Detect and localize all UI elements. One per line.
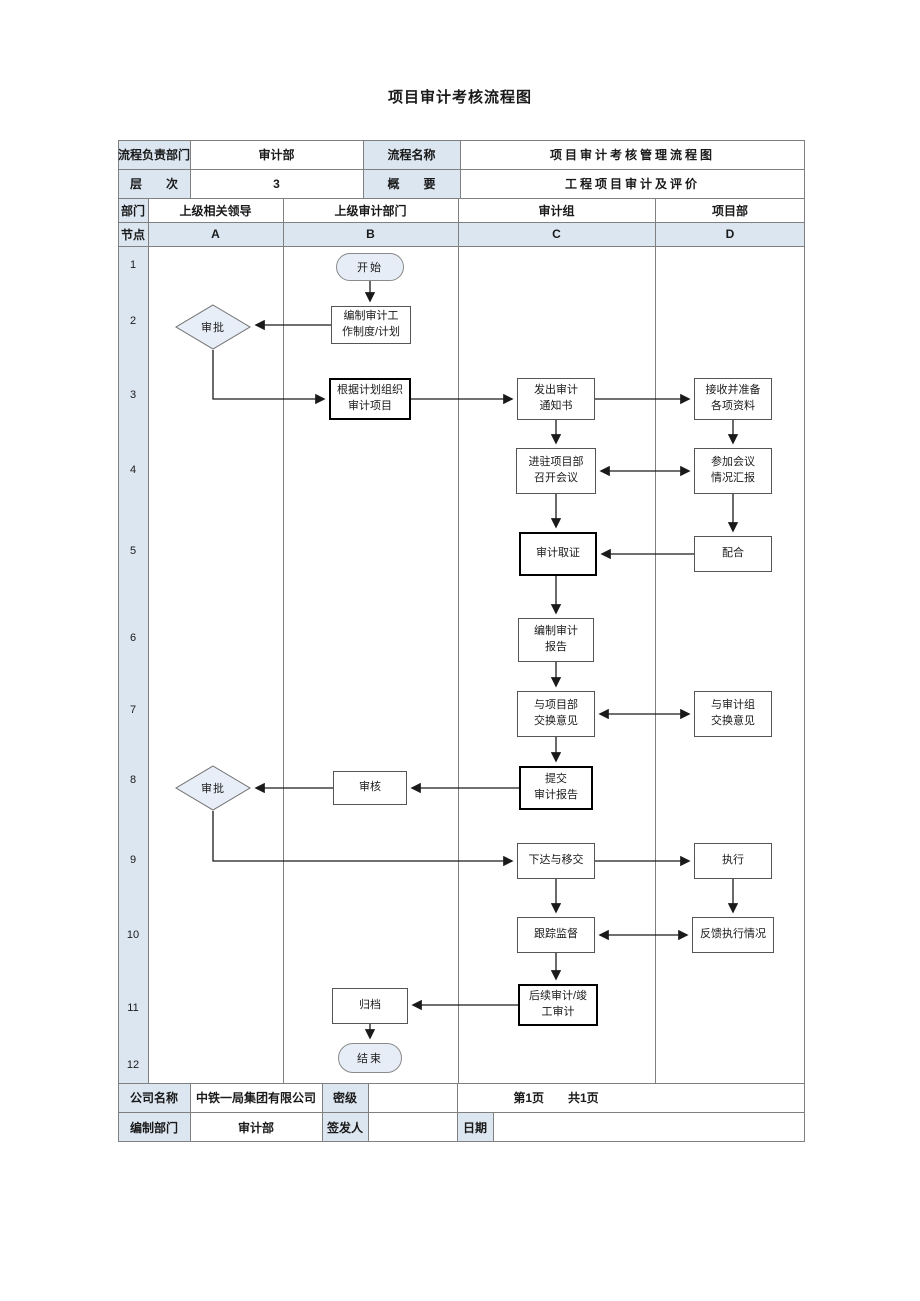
shade-signer-label (322, 1112, 368, 1142)
info-name-label: 流程名称 (387, 148, 436, 162)
footer-secrecy-label: 密级 (332, 1091, 357, 1105)
info-owner-label: 流程负责部门 (118, 148, 190, 162)
info-level-value: 3 (273, 176, 280, 191)
arrow-approve2-to-issue (212, 811, 514, 867)
node-approve-1: 审批 (175, 304, 251, 350)
node-meeting: 参加会议 情况汇报 (694, 448, 772, 494)
node-execute: 执行 (694, 843, 772, 879)
row-number-12: 12 (126, 1059, 140, 1071)
shade-level-label (118, 169, 190, 198)
info-summary-label: 概 要 (387, 177, 436, 191)
node-approve-2-label: 审批 (201, 783, 225, 795)
footer-signer-label: 签发人 (326, 1120, 363, 1135)
lane-a-node: A (211, 227, 220, 241)
lane-node-label: 节点 (120, 227, 145, 242)
row-number-8: 8 (129, 774, 137, 786)
node-end: 结束 (338, 1043, 402, 1073)
info-summary-value: 工程项目审计及评价 (564, 177, 700, 191)
lane-d-dept: 项目部 (711, 203, 748, 218)
lane-c-dept: 审计组 (538, 203, 575, 218)
node-feedback: 反馈执行情况 (692, 917, 774, 953)
node-plan: 编制审计工 作制度/计划 (331, 306, 411, 344)
row-number-1: 1 (129, 259, 137, 271)
lane-a-dept: 上级相关领导 (179, 203, 252, 218)
node-issue: 下达与移交 (517, 843, 595, 879)
shade-company-label (118, 1083, 190, 1112)
node-archive: 归档 (332, 988, 408, 1024)
shade-name-label (363, 140, 460, 169)
footer-dept-value: 审计部 (237, 1120, 274, 1135)
node-review: 审核 (333, 771, 407, 805)
lane-b-dept: 上级审计部门 (334, 203, 407, 218)
row-number-11: 11 (127, 1002, 139, 1014)
footer-company-label: 公司名称 (129, 1091, 178, 1105)
row-number-2: 2 (129, 315, 137, 327)
node-approve-1-label: 审批 (201, 322, 225, 334)
info-level-label: 层 次 (129, 177, 178, 191)
row-number-9: 9 (129, 854, 137, 866)
shade-date-label (457, 1112, 493, 1142)
diamond-shape (175, 304, 251, 350)
node-organize: 根据计划组织 审计项目 (329, 378, 411, 420)
shade-footer-dept-label (118, 1112, 190, 1142)
node-exchange-audit: 与审计组 交换意见 (694, 691, 772, 737)
shade-dept-label (118, 198, 148, 222)
node-enter: 进驻项目部 召开会议 (516, 448, 596, 494)
arrow-approve1-to-organize (212, 350, 326, 405)
node-notice: 发出审计 通知书 (517, 378, 595, 420)
node-monitor: 跟踪监督 (517, 917, 595, 953)
footer-secrecy-value (368, 1083, 457, 1112)
footer-pages: 第1页 共1页 (513, 1091, 599, 1105)
row-number-5: 5 (129, 545, 137, 557)
shade-owner-label (118, 140, 190, 169)
row-number-10: 10 (126, 929, 140, 941)
node-submit: 提交 审计报告 (519, 766, 593, 810)
node-evidence: 审计取证 (519, 532, 597, 576)
node-followup: 后续审计/竣 工审计 (518, 984, 598, 1026)
lane-dept-label: 部门 (120, 203, 145, 218)
shade-summary-label (363, 169, 460, 198)
grid-lines (118, 140, 805, 1142)
node-cooperate: 配合 (694, 536, 772, 572)
lane-d-node: D (725, 227, 735, 241)
footer-dept-label: 编制部门 (129, 1120, 178, 1135)
node-approve-2: 审批 (175, 765, 251, 811)
shade-secrecy-label (322, 1083, 368, 1112)
page-title: 项目审计考核流程图 (387, 89, 532, 106)
footer-date-label: 日期 (462, 1120, 487, 1135)
lane-c-node: C (552, 227, 561, 241)
footer-signer-value (368, 1112, 457, 1142)
info-owner-value: 审计部 (258, 148, 295, 162)
diamond-shape (175, 765, 251, 811)
node-start: 开始 (336, 253, 404, 281)
connectors (212, 281, 739, 1040)
row-number-7: 7 (129, 704, 137, 716)
node-draft-report: 编制审计 报告 (518, 618, 594, 662)
shade-rownum-column (118, 246, 148, 1083)
lane-b-node: B (366, 227, 375, 241)
footer-company-value: 中铁一局集团有限公司 (195, 1091, 316, 1105)
footer-date-value (493, 1112, 805, 1142)
shade-node-row (118, 222, 805, 246)
node-receive: 接收并准备 各项资料 (694, 378, 772, 420)
row-number-6: 6 (129, 632, 137, 644)
row-number-3: 3 (129, 389, 137, 401)
row-number-4: 4 (129, 464, 137, 476)
node-exchange-project: 与项目部 交换意见 (517, 691, 595, 737)
info-name-value: 项目审计考核管理流程图 (549, 148, 715, 162)
